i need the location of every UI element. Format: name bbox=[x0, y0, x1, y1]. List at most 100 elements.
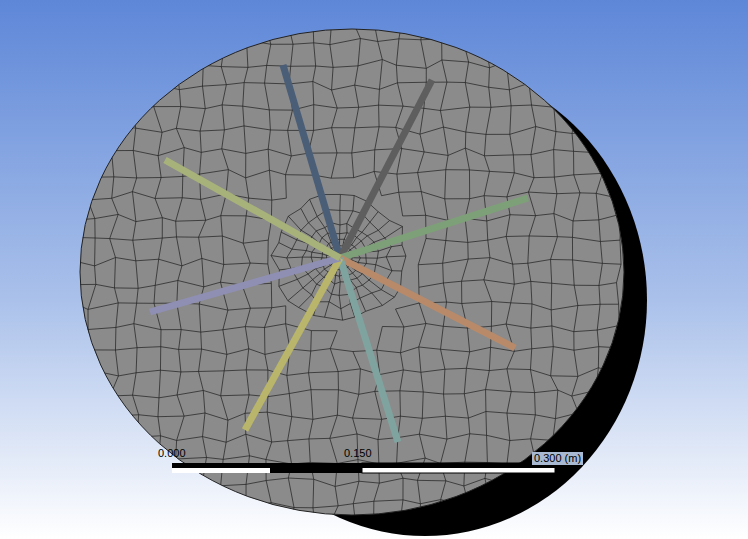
scale-bar bbox=[172, 463, 555, 473]
mesh-edge bbox=[468, 418, 469, 434]
mesh-edge bbox=[353, 501, 374, 503]
mesh-edge bbox=[136, 370, 160, 373]
mesh-edge bbox=[355, 85, 359, 107]
blade bbox=[340, 198, 528, 258]
mesh-edge bbox=[399, 38, 421, 40]
mesh-edge bbox=[138, 463, 140, 477]
mesh-edge bbox=[88, 436, 116, 437]
mesh-edge bbox=[554, 132, 556, 150]
mesh-edge bbox=[532, 526, 554, 527]
mesh-edge bbox=[399, 22, 402, 39]
mesh-edge bbox=[490, 258, 513, 264]
mesh-edge bbox=[353, 418, 357, 434]
mesh-edge bbox=[554, 107, 576, 112]
mesh-edge bbox=[116, 303, 118, 328]
mesh-edge bbox=[220, 17, 244, 24]
mesh-edge bbox=[486, 371, 490, 390]
mesh-edge bbox=[440, 500, 442, 523]
mesh-edge bbox=[176, 61, 203, 66]
mesh-edge bbox=[199, 371, 204, 390]
mesh-edge bbox=[325, 302, 330, 317]
mesh-edge bbox=[462, 302, 492, 304]
mesh-edge bbox=[176, 128, 200, 131]
mesh-edge bbox=[88, 412, 118, 416]
mesh-edge bbox=[329, 302, 341, 309]
mesh-edge bbox=[245, 327, 248, 349]
mesh-edge bbox=[158, 416, 184, 418]
mesh-edge bbox=[353, 504, 355, 526]
mesh-edge bbox=[378, 105, 379, 127]
mesh-edge bbox=[221, 484, 246, 485]
mesh-edge bbox=[312, 284, 317, 295]
mesh-edge bbox=[578, 368, 598, 377]
mesh-edge bbox=[198, 527, 227, 531]
mesh-edge bbox=[488, 236, 506, 240]
mesh-edge bbox=[529, 500, 532, 527]
mesh-edge bbox=[399, 391, 401, 416]
mesh-edge bbox=[600, 241, 602, 263]
mesh-edge bbox=[468, 412, 485, 419]
mesh-edge bbox=[222, 105, 243, 106]
mesh-edge bbox=[447, 302, 462, 303]
mesh-edge bbox=[184, 148, 201, 153]
mesh-edge bbox=[506, 61, 509, 89]
mesh-edge bbox=[203, 16, 219, 18]
mesh-edge bbox=[554, 478, 556, 500]
mesh-edge bbox=[355, 66, 358, 85]
mesh-edge bbox=[110, 376, 118, 396]
mesh-edge bbox=[465, 132, 466, 148]
mesh-edge bbox=[176, 236, 198, 237]
mesh-edge bbox=[287, 258, 291, 269]
mesh-edge bbox=[420, 108, 424, 134]
mesh-edge bbox=[289, 394, 292, 417]
mesh-edge bbox=[155, 16, 183, 24]
mesh-edge bbox=[490, 171, 515, 172]
mesh-edge bbox=[616, 416, 621, 435]
mesh-edge bbox=[332, 90, 338, 108]
mesh-edge bbox=[467, 328, 469, 352]
mesh-edge bbox=[421, 40, 427, 69]
mesh-edge bbox=[530, 349, 531, 370]
mesh-edge bbox=[66, 456, 67, 483]
mesh-edge bbox=[136, 259, 159, 261]
mesh-edge bbox=[200, 131, 201, 152]
mesh-edge bbox=[464, 394, 468, 418]
mesh-edge bbox=[133, 238, 162, 240]
mesh-edge bbox=[445, 416, 468, 418]
mesh-edge bbox=[418, 480, 421, 503]
mesh-edge bbox=[67, 259, 95, 266]
mesh-edge bbox=[555, 478, 575, 480]
mesh-edge bbox=[365, 258, 366, 264]
mesh-edge bbox=[161, 39, 182, 46]
mesh-edge bbox=[577, 503, 597, 505]
mesh-edge bbox=[554, 175, 573, 177]
mesh-edge bbox=[553, 501, 555, 527]
mesh-edge bbox=[224, 369, 246, 371]
mesh-edge bbox=[426, 238, 446, 240]
mesh-edge bbox=[489, 87, 491, 107]
mesh-edge bbox=[330, 349, 338, 372]
mesh-edge bbox=[573, 332, 574, 351]
mesh-edge bbox=[139, 415, 158, 417]
mesh-edge bbox=[110, 395, 133, 397]
mesh-edge bbox=[337, 390, 338, 415]
mesh-edge bbox=[396, 106, 403, 127]
mesh-edge bbox=[601, 525, 621, 528]
mesh-edge bbox=[269, 170, 271, 200]
mesh-edge bbox=[572, 237, 573, 260]
mesh-edge bbox=[507, 413, 510, 440]
mesh-edge bbox=[182, 23, 183, 39]
mesh-edge bbox=[468, 16, 485, 19]
mesh-edge bbox=[376, 258, 378, 265]
mesh-edge bbox=[552, 326, 553, 347]
mesh-edge bbox=[179, 330, 182, 350]
mesh-edge bbox=[182, 198, 200, 200]
mesh-edge bbox=[461, 281, 462, 303]
mesh-edge bbox=[572, 390, 596, 396]
mesh-edge bbox=[162, 128, 176, 132]
mesh-edge bbox=[88, 200, 95, 219]
mesh-edge bbox=[360, 39, 377, 42]
mesh-edge bbox=[265, 324, 286, 328]
mesh-edge bbox=[403, 500, 420, 504]
mesh-edge bbox=[203, 390, 220, 395]
